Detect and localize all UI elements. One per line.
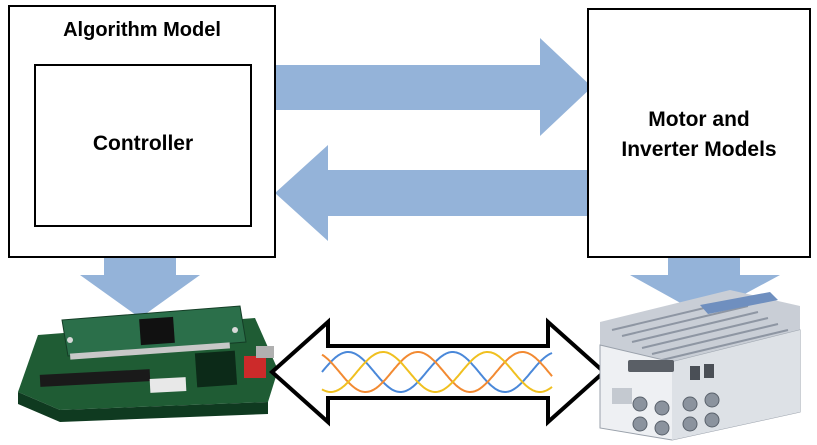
controller-label: Controller	[92, 132, 194, 155]
controller-box: Controller	[34, 64, 252, 227]
phase-wave-yellow	[321, 351, 553, 393]
arrow-left-icon	[275, 145, 590, 241]
phase-wave-blue	[321, 351, 553, 393]
arrow-right-icon	[270, 38, 592, 136]
plant-model-label-line2: Inverter Models	[621, 138, 777, 161]
controller-board-icon	[18, 305, 278, 422]
inverter-hardware-icon	[599, 290, 801, 441]
phase-wave-orange	[321, 351, 553, 393]
bidirectional-arrow-icon	[268, 317, 608, 427]
plant-model-label-line1: Motor and	[648, 108, 750, 131]
arrow-down-right-icon	[630, 258, 780, 316]
arrow-down-left-icon	[80, 258, 200, 318]
plant-model-box: Motor and Inverter Models	[587, 8, 811, 258]
three-phase-signal-icon	[321, 351, 553, 393]
algorithm-model-box: Algorithm Model Controller	[8, 5, 276, 258]
algorithm-model-title: Algorithm Model	[63, 19, 221, 41]
